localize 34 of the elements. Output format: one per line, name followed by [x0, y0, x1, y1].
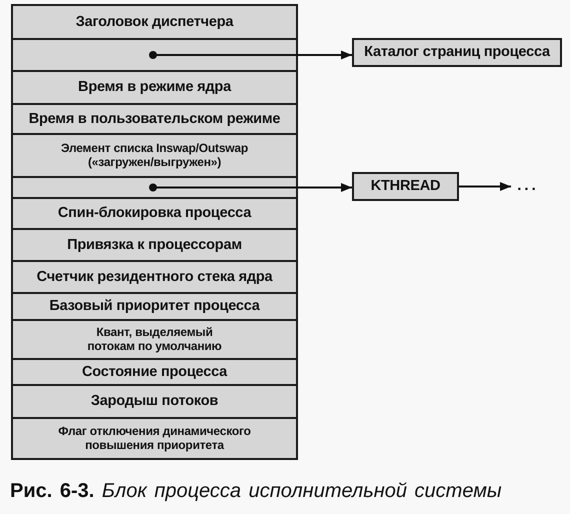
field-label: Квант, выделяемый потокам по умолчанию	[86, 326, 223, 353]
figure-caption: Рис. 6-3. Блок процесса исполнительной системы	[10, 480, 502, 503]
structure-field	[11, 260, 298, 294]
structure-field	[11, 358, 298, 386]
field-label: Заголовок диспетчера	[74, 14, 234, 30]
field-label: Флаг отключения динамического повышения приоритета	[57, 425, 252, 452]
structure-field	[11, 4, 298, 40]
field-label: Зародыш потоков	[90, 393, 220, 410]
field-label: Привязка к процессорам	[66, 236, 243, 254]
structure-field	[11, 70, 298, 105]
structure-field	[11, 133, 298, 178]
field-label: Базовый приоритет процесса	[48, 298, 261, 315]
structure-field	[11, 384, 298, 419]
field-label: Счетчик резидентного стека ядра	[36, 268, 274, 286]
arrow	[459, 182, 511, 191]
structure-field	[11, 319, 298, 360]
field-label: Состояние процесса	[80, 364, 228, 380]
structure-field	[11, 38, 298, 72]
field-label: Спин-блокировка процесса	[56, 205, 252, 222]
structure-field	[11, 103, 298, 135]
label-box	[352, 38, 562, 67]
arrow	[149, 183, 352, 192]
structure-field	[11, 197, 298, 230]
structure-field	[11, 228, 298, 262]
box-label: Каталог страниц процесса	[363, 44, 552, 61]
field-label: Элемент списка Inswap/Outswap («загружен/выгружен»)	[60, 142, 250, 169]
field-label: Время в режиме ядра	[77, 79, 232, 96]
ellipsis-text: ...	[511, 174, 545, 198]
box-label: KTHREAD	[370, 178, 442, 195]
arrow	[149, 50, 352, 60]
structure-field	[11, 417, 298, 460]
structure-field	[11, 292, 298, 321]
label-box	[352, 172, 459, 201]
field-label: Время в пользовательском режиме	[28, 110, 282, 128]
